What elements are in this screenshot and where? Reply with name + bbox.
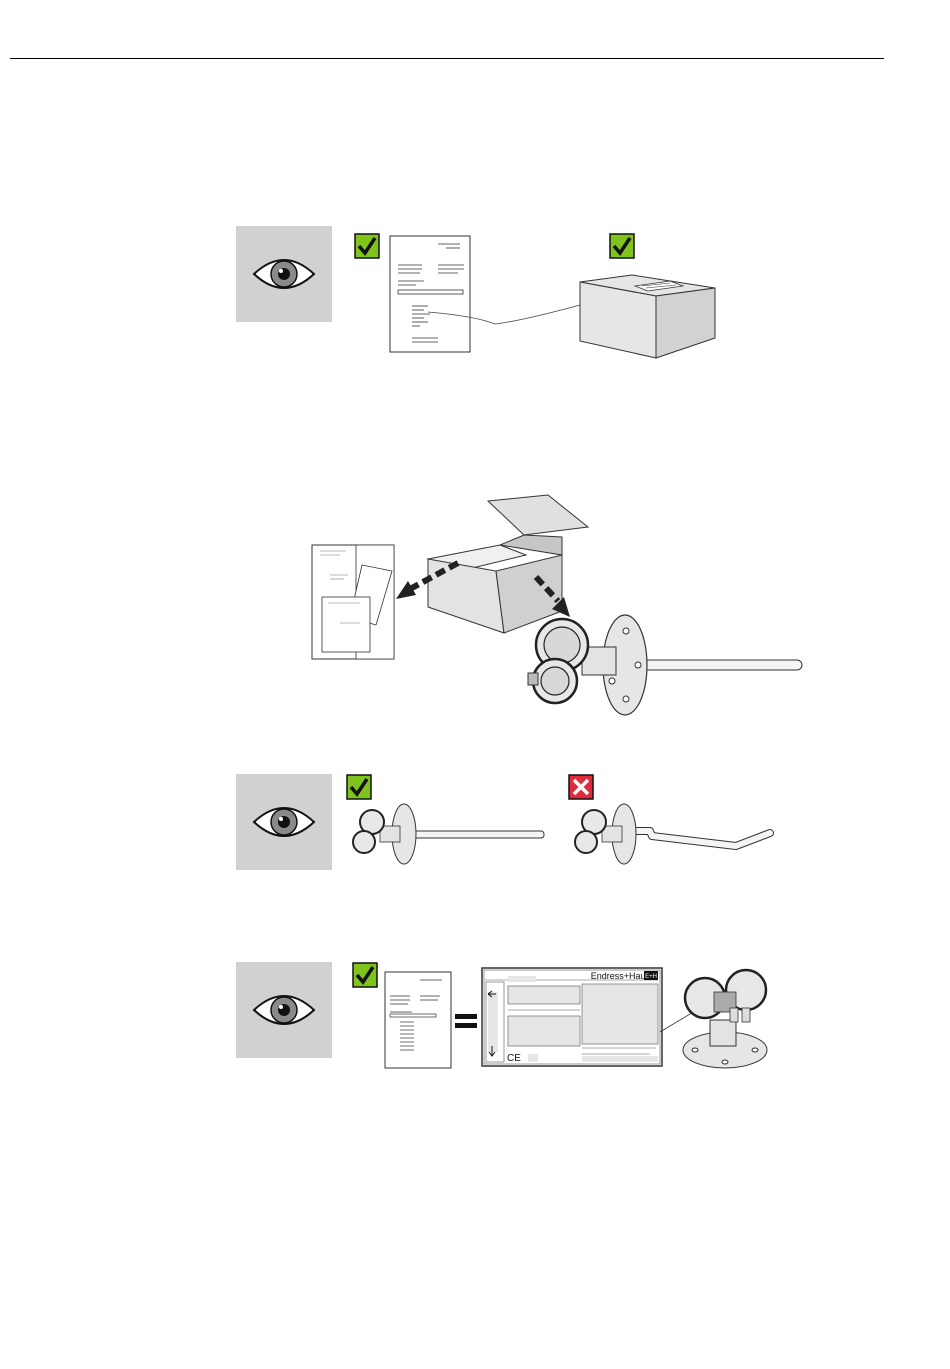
delivery-note-document [385, 972, 451, 1068]
device-with-nameplate [683, 970, 767, 1068]
nameplate-comparison-illustration: Endress+Hauser E+H CE [380, 962, 780, 1074]
inspect-panel-damage [236, 774, 332, 870]
eye-icon [236, 226, 332, 322]
ce-mark: CE [507, 1053, 521, 1064]
check-mark-icon [352, 962, 378, 988]
inspect-panel-nameplate [236, 962, 332, 1058]
equals-sign-icon [455, 1014, 477, 1028]
documentation-stack [312, 545, 394, 659]
rod-comparison-illustration [340, 800, 790, 870]
device-with-rod [528, 615, 802, 715]
delivery-note-and-package-illustration [380, 228, 730, 363]
nameplate: Endress+Hauser E+H CE [482, 968, 662, 1066]
eye-icon [236, 962, 332, 1058]
eye-icon [236, 774, 332, 870]
check-mark-icon [346, 774, 372, 800]
package-box [580, 275, 715, 358]
delivery-note-document [390, 236, 470, 352]
device-straight-rod [353, 804, 544, 864]
cross-mark-icon [568, 774, 594, 800]
arrow-left-icon [396, 581, 416, 599]
unpacking-illustration [300, 485, 820, 725]
brand-logo: E+H [645, 974, 657, 980]
inspect-panel-delivery [236, 226, 332, 322]
device-bent-rod [575, 804, 770, 864]
check-mark-icon [354, 233, 380, 259]
header-rule [10, 58, 884, 59]
